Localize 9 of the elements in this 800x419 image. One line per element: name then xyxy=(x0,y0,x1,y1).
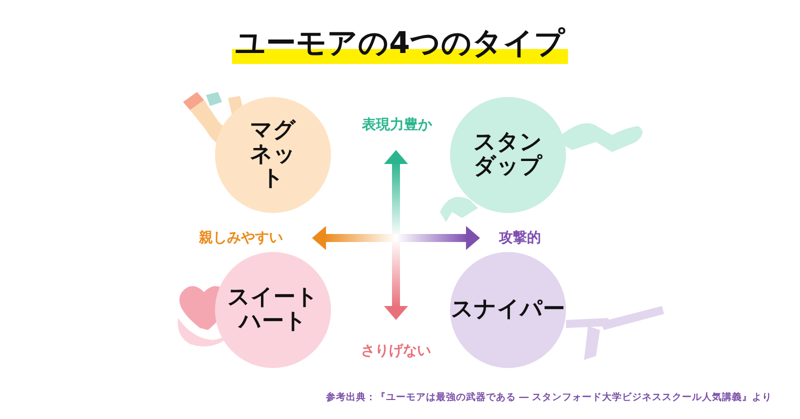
node-label: スタンダップ xyxy=(472,130,544,180)
axis-label: さりげない xyxy=(361,342,431,360)
axis-label: 表現力豊か xyxy=(362,116,432,134)
node-label: マグネット xyxy=(248,118,297,192)
source-note: 参考出典：『ユーモアは最強の武器である ― スタンフォード大学ビジネススクール人気講義』より xyxy=(326,391,772,404)
node-label: スイートハート xyxy=(226,286,320,334)
axis-label: 親しみやすい xyxy=(199,229,283,247)
axis-label: 攻撃的 xyxy=(499,229,541,247)
node-label: スナイパー xyxy=(450,298,566,322)
